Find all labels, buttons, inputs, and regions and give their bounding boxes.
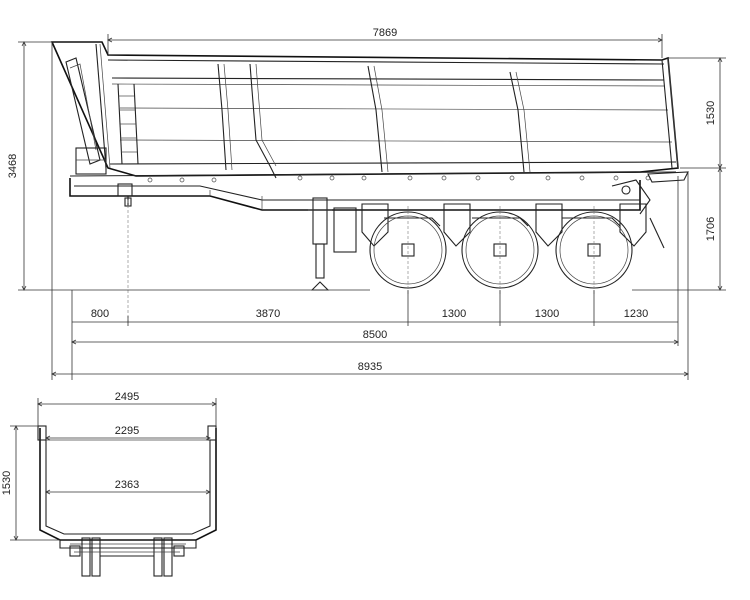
tipper-body	[50, 41, 679, 183]
end-view: 2495 2295 2363 1530	[1, 391, 217, 577]
rivet-row	[147, 175, 651, 183]
rear-bumper	[611, 171, 689, 215]
dim-segment-5: 1230	[624, 308, 648, 320]
end-chassis	[69, 537, 185, 577]
dim-segment-1: 800	[91, 308, 109, 320]
dim-body-height: 1530	[705, 101, 717, 125]
dim-end-height: 1530	[1, 471, 13, 495]
dim-segment-4: 1300	[535, 308, 559, 320]
hydraulic-cylinder	[65, 57, 107, 175]
dim-total-height: 3468	[7, 154, 19, 178]
dim-chassis-height: 1706	[705, 217, 717, 241]
dim-segment-2: 3870	[256, 308, 280, 320]
end-dimension-lines	[10, 398, 217, 541]
end-body	[37, 425, 217, 549]
landing-gear	[308, 197, 357, 291]
wheel-1	[369, 206, 447, 294]
dim-overall-length: 8935	[358, 361, 382, 373]
axle-wheels	[369, 206, 633, 294]
dim-end-inner-mid-width: 2363	[115, 479, 139, 491]
wheel-2	[461, 206, 539, 294]
dim-end-top-width: 2495	[115, 391, 139, 403]
front-ladder	[117, 83, 139, 165]
wheel-3	[555, 206, 633, 294]
dim-body-length: 7869	[373, 27, 397, 39]
side-view: 7869 3468 1530 1706 800 3870 1300 1300 1…	[7, 27, 726, 380]
dim-end-inner-top-width: 2295	[115, 425, 139, 437]
dim-wheelbase-total: 8500	[363, 329, 387, 341]
chassis-frame	[69, 178, 641, 211]
dimension-lines	[18, 34, 726, 380]
dim-segment-3: 1300	[442, 308, 466, 320]
